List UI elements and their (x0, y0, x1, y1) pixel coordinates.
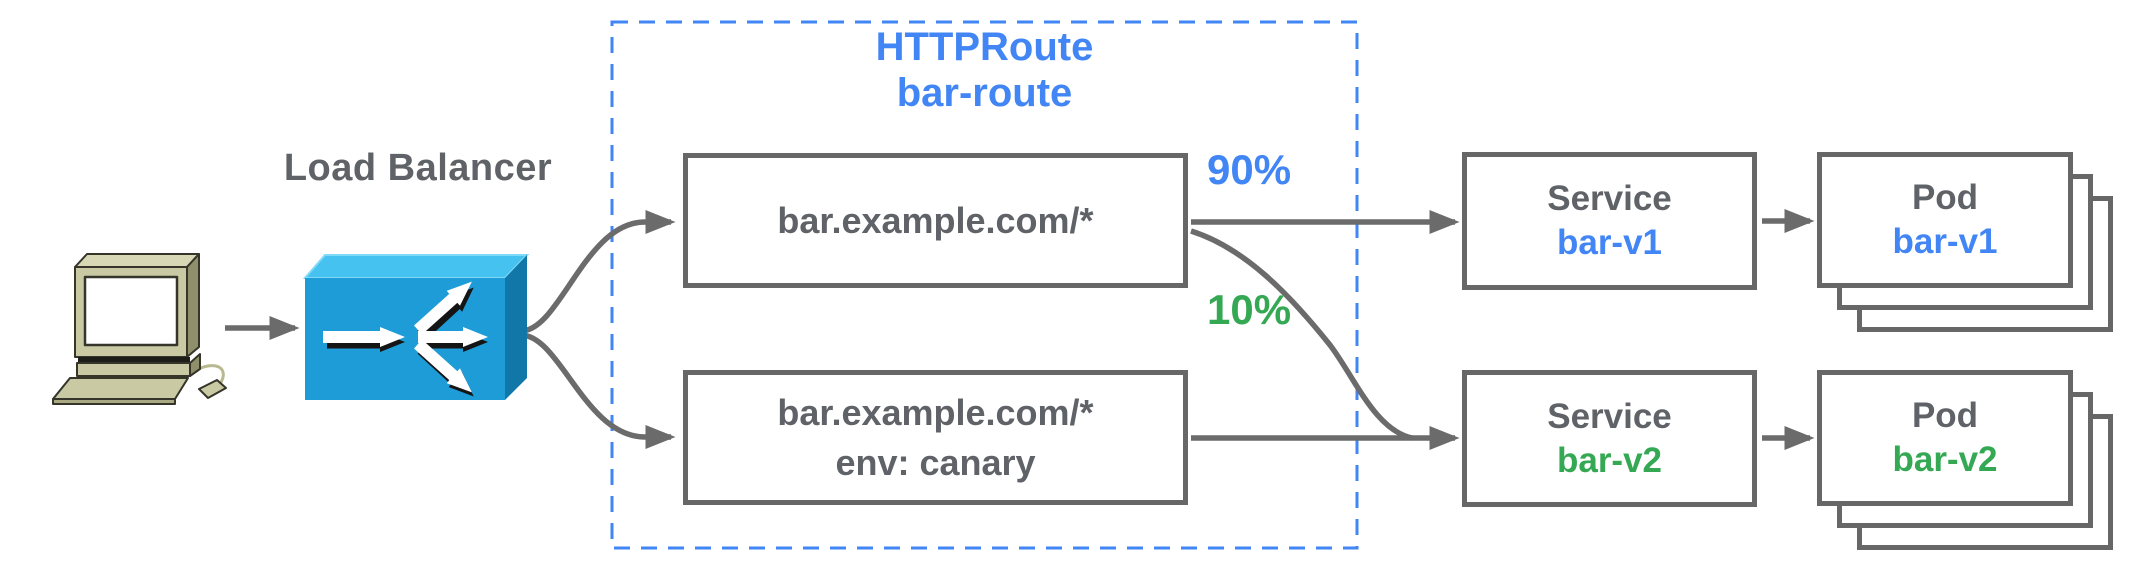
service-v2-name: bar-v2 (1556, 440, 1663, 480)
rule-primary-host: bar.example.com/* (777, 199, 1094, 241)
lb-arrows (323, 281, 488, 393)
httproute-group-border (610, 20, 1359, 550)
keyboard (52, 377, 189, 400)
pod-v2-name: bar-v2 (1892, 440, 1998, 479)
weight-90-label: 90% (1207, 146, 1292, 193)
pod-bar-v1-box: Pod bar-v1 (1817, 152, 2073, 288)
service-v1-kind: Service (1547, 179, 1672, 218)
rule-canary-host: bar.example.com/* (777, 391, 1094, 433)
mouse (198, 379, 227, 399)
service-v2-kind: Service (1547, 396, 1672, 436)
pod-bar-v2-box: Pod bar-v2 (1817, 370, 2073, 506)
pod-v1-kind: Pod (1911, 178, 1979, 217)
pod-v1-name: bar-v1 (1892, 222, 1998, 261)
weight-10-label: 10% (1207, 286, 1292, 333)
load-balancer-label: Load Balancer (283, 147, 553, 189)
rule-canary-header: env: canary (835, 441, 1036, 483)
service-bar-v1-box: Service bar-v1 (1462, 152, 1757, 290)
pod-bar-v1-stack: Pod bar-v1 (1817, 152, 2117, 352)
pod-bar-v2-stack: Pod bar-v2 (1817, 370, 2117, 570)
connector-arrows (225, 209, 1815, 450)
httproute-kind-label: HTTPRoute (875, 25, 1094, 69)
computer-icon (52, 253, 227, 405)
httproute-title: HTTPRoute bar-route (612, 24, 1357, 116)
lb-to-primary-rule-arrow (520, 210, 676, 334)
route-rule-primary-box: bar.example.com/* (683, 153, 1188, 288)
httproute-name-label: bar-route (896, 71, 1073, 115)
service-bar-v2-box: Service bar-v2 (1462, 370, 1757, 507)
pod-v2-kind: Pod (1911, 396, 1979, 435)
load-balancer-icon (302, 254, 530, 400)
rule-to-service-v2-curve-10pct (1190, 228, 1413, 441)
route-rule-canary-box: bar.example.com/* env: canary (683, 370, 1188, 505)
service-v1-name: bar-v1 (1556, 223, 1663, 262)
lb-to-canary-rule-arrow (520, 332, 676, 449)
computer-screen (83, 275, 179, 347)
